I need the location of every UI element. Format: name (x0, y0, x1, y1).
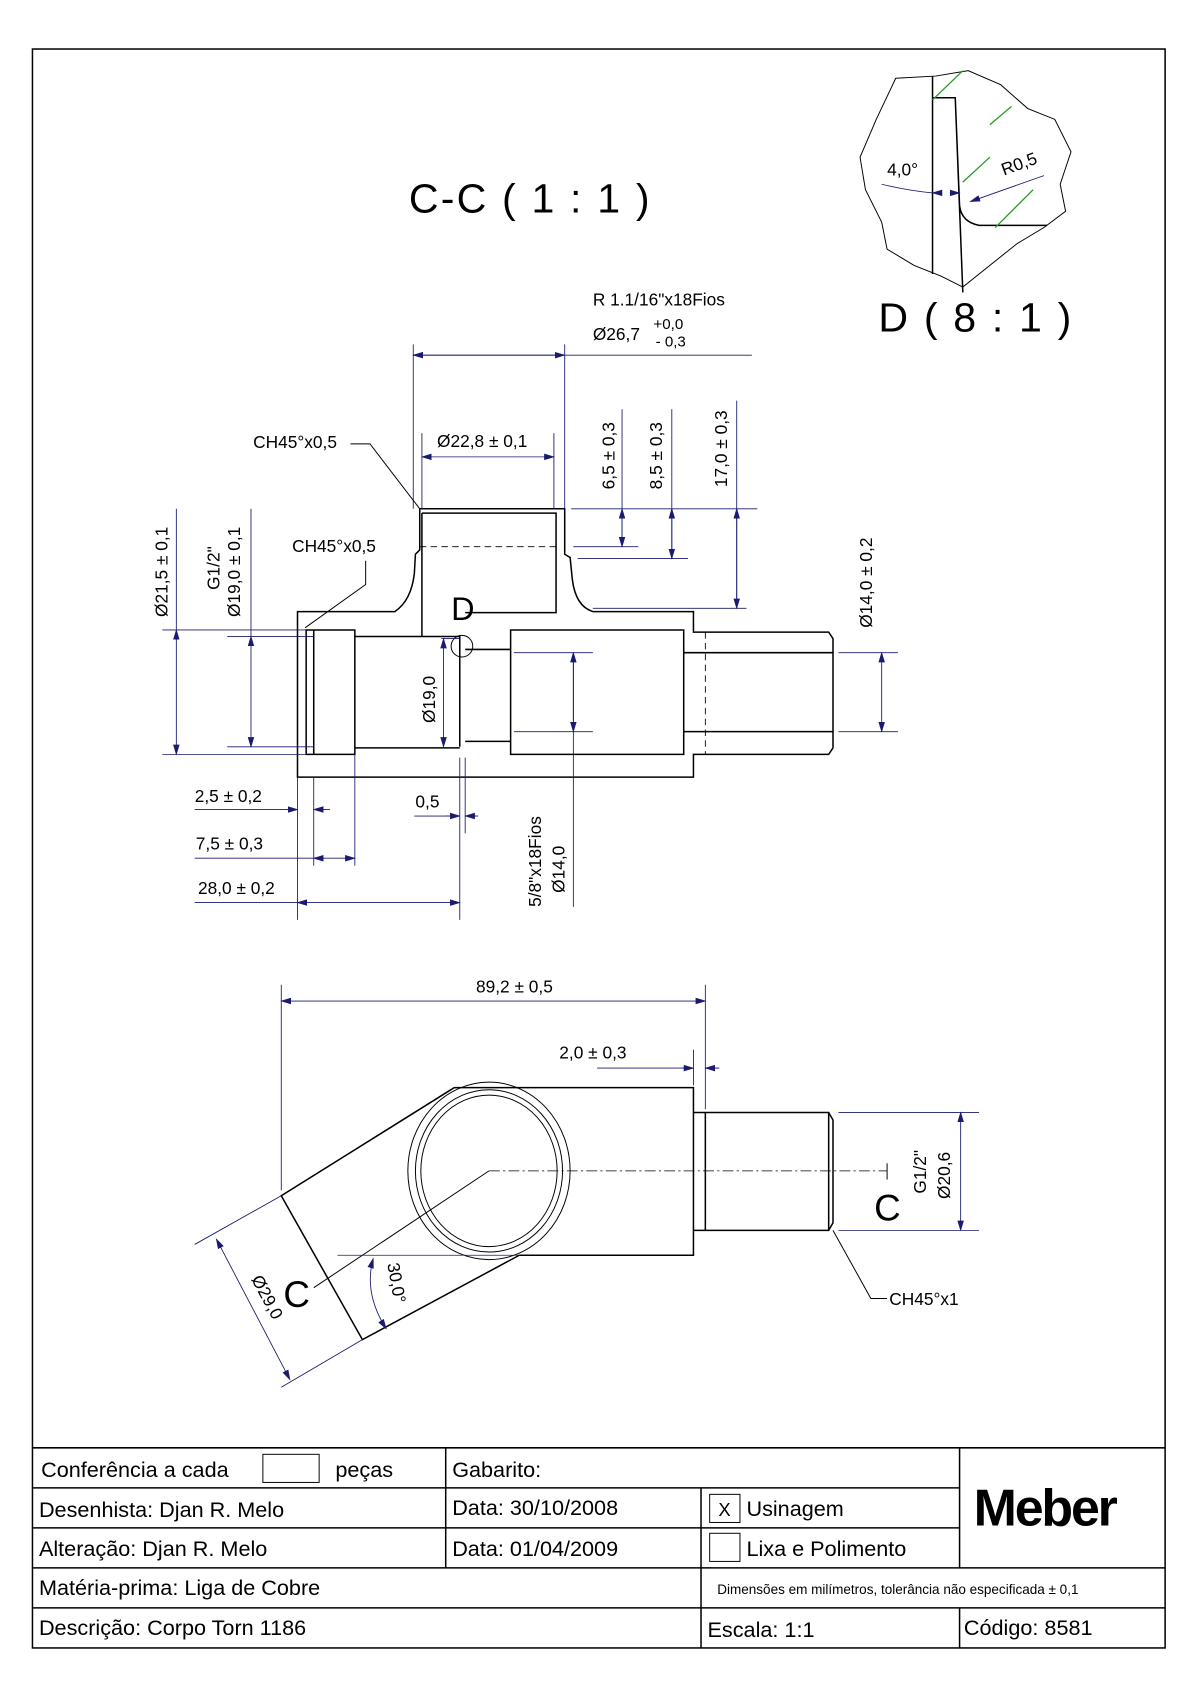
dim-angle-30: 30,0° (383, 1261, 410, 1304)
dim-dia-14: Ø14,0 (549, 846, 569, 893)
chamfer-top-label: CH45°x0,5 (253, 432, 337, 452)
detail-title: D ( 8 : 1 ) (878, 294, 1073, 340)
dim-len-7-5: 7,5 ± 0,3 (196, 834, 263, 854)
dim-len-89-2: 89,2 ± 0,5 (476, 976, 553, 996)
tol-lower: - 0,3 (656, 334, 686, 351)
section-title: C-C ( 1 : 1 ) (409, 175, 652, 221)
desenhista-label: Desenhista: Djan R. Melo (39, 1497, 284, 1522)
title-block: Conferência a cada peças Gabarito: Desen… (32, 1447, 1166, 1648)
detail-d-label: D (451, 591, 474, 627)
codigo-label: Código: 8581 (964, 1615, 1093, 1640)
section-mark-right: C (874, 1188, 901, 1229)
thread-dia-label: Ø26,7 (593, 324, 640, 344)
thread-g12-label: G1/2" (204, 546, 224, 590)
dim-dia-19-tol: Ø19,0 ± 0,1 (224, 527, 244, 617)
descricao-label: Descrição: Corpo Torn 1186 (39, 1615, 306, 1640)
conferencia-input[interactable] (262, 1453, 320, 1483)
materia-prima-label: Matéria-prima: Liga de Cobre (39, 1575, 320, 1600)
pecas-label: peças (335, 1457, 393, 1482)
data-alteracao: Data: 01/04/2009 (452, 1536, 618, 1561)
usinagem-checkbox[interactable] (709, 1493, 741, 1523)
conferencia-label: Conferência a cada (41, 1457, 230, 1482)
top-view: C C 89,2 ± 0,5 2,0 ± 0,3 G1/2" Ø20,6 CH4… (194, 976, 980, 1388)
section-mark-left: C (283, 1274, 310, 1315)
drawing-border (31, 48, 1166, 1649)
lixa-checkbox[interactable] (709, 1532, 741, 1562)
dim-len-0-5: 0,5 (415, 791, 439, 811)
detail-angle-label: 4,0° (887, 160, 918, 180)
dim-dia-14-tol: Ø14,0 ± 0,2 (856, 538, 876, 628)
chamfer-ch45x1-label: CH45°x1 (889, 1289, 958, 1309)
detail-radius-label: R0,5 (998, 148, 1039, 179)
dim-dia-19: Ø19,0 (419, 676, 439, 723)
alteracao-label: Alteração: Djan R. Melo (39, 1536, 267, 1561)
usinagem-label: Usinagem (746, 1496, 843, 1521)
dim-dia-21-5: Ø21,5 ± 0,1 (152, 527, 172, 617)
detail-view-d: 4,0° R0,5 D ( 8 : 1 ) (859, 70, 1073, 340)
chamfer-left-label: CH45°x0,5 (292, 536, 376, 556)
dim-dia-29: Ø29,0 (247, 1272, 287, 1323)
gabarito-label: Gabarito: (452, 1457, 541, 1482)
escala-label: Escala: 1:1 (708, 1617, 815, 1642)
section-body (296, 508, 834, 778)
section-view: C-C ( 1 : 1 ) D R 1.1/16"x18Fios Ø26,7 +… (152, 175, 898, 920)
thread-spec-label: R 1.1/16"x18Fios (593, 289, 725, 309)
dim-depth-8-5: 8,5 ± 0,3 (646, 422, 666, 489)
top-g12-label: G1/2" (910, 1150, 930, 1194)
dim-depth-6-5: 6,5 ± 0,3 (598, 422, 618, 489)
dim-len-2-5: 2,5 ± 0,2 (195, 786, 262, 806)
company-logo: Meber (974, 1480, 1118, 1538)
detail-d-marker-circle (450, 634, 474, 658)
lixa-label: Lixa e Polimento (746, 1536, 906, 1561)
dim-dia-22-8: Ø22,8 ± 0,1 (437, 431, 527, 451)
usinagem-check-mark: X (718, 1499, 730, 1520)
tolerance-note: Dimensões em milímetros, tolerância não … (717, 1582, 1078, 1597)
dim-depth-17: 17,0 ± 0,3 (711, 410, 731, 487)
dim-dia-20-6: Ø20,6 (934, 1152, 954, 1199)
dim-len-2-0: 2,0 ± 0,3 (559, 1042, 626, 1062)
dim-len-28: 28,0 ± 0,2 (198, 878, 275, 898)
tol-upper: +0,0 (653, 316, 683, 333)
data-criacao: Data: 30/10/2008 (452, 1495, 618, 1520)
thread-58-label: 5/8"x18Fios (525, 816, 545, 907)
